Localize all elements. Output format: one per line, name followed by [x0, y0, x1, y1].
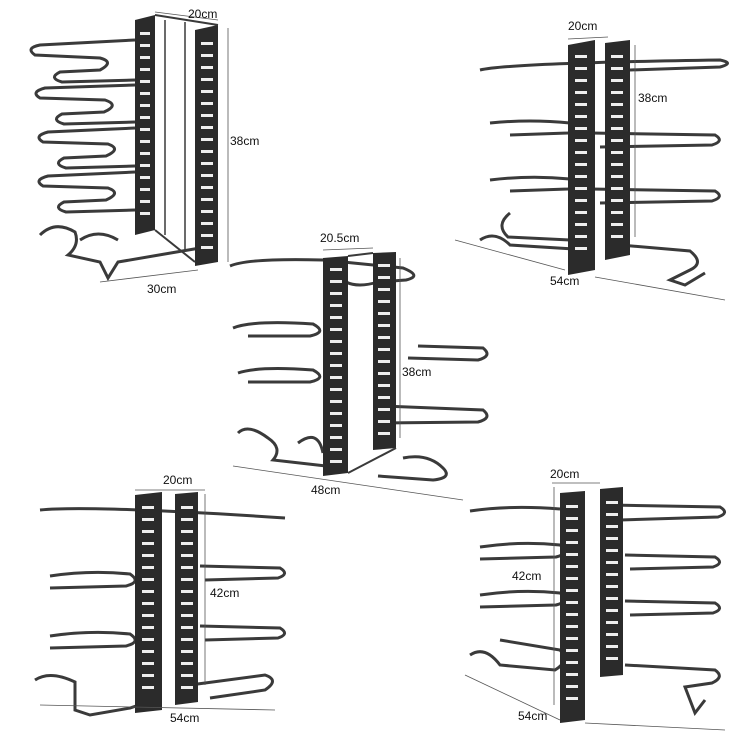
width-label: 20cm [568, 19, 598, 33]
length-label: 54cm [518, 709, 548, 723]
rack-frame [568, 40, 630, 275]
height-label: 42cm [210, 586, 240, 600]
width-label: 20cm [550, 467, 580, 481]
rack-illustration [464, 482, 726, 731]
rack-frame [135, 492, 198, 713]
length-label: 48cm [311, 483, 341, 497]
rack-config-center: 20.5cm 38cm 48cm [228, 228, 498, 503]
rack-illustration [34, 489, 286, 717]
rack-config-top-left: 20cm 38cm 30cm [0, 0, 260, 300]
length-label: 54cm [550, 274, 580, 288]
rack-illustration [229, 247, 489, 501]
dimension-lines [464, 482, 726, 731]
rack-frame [323, 252, 397, 476]
height-label: 38cm [638, 91, 668, 105]
dimension-lines [454, 36, 726, 301]
rack-illustration [29, 11, 229, 283]
dimension-lines [232, 247, 464, 501]
rack-illustration [454, 36, 729, 301]
width-label: 20cm [163, 473, 193, 487]
rack-config-top-right: 20cm 38cm 54cm [450, 15, 750, 301]
height-label: 42cm [512, 569, 542, 583]
rack-frame [135, 14, 219, 266]
length-label: 54cm [170, 711, 200, 725]
rack-config-bottom-left: 20cm 42cm 54cm [30, 470, 300, 735]
width-label: 20.5cm [320, 231, 360, 245]
rack-config-bottom-right: 20cm 42cm 54cm [460, 465, 750, 735]
width-label: 20cm [188, 7, 218, 21]
depth-label: 30cm [147, 282, 177, 296]
height-label: 38cm [230, 134, 260, 148]
dimension-lines [99, 11, 229, 283]
height-label: 38cm [402, 365, 432, 379]
dimension-lines [39, 489, 276, 711]
rack-frame [560, 487, 623, 723]
